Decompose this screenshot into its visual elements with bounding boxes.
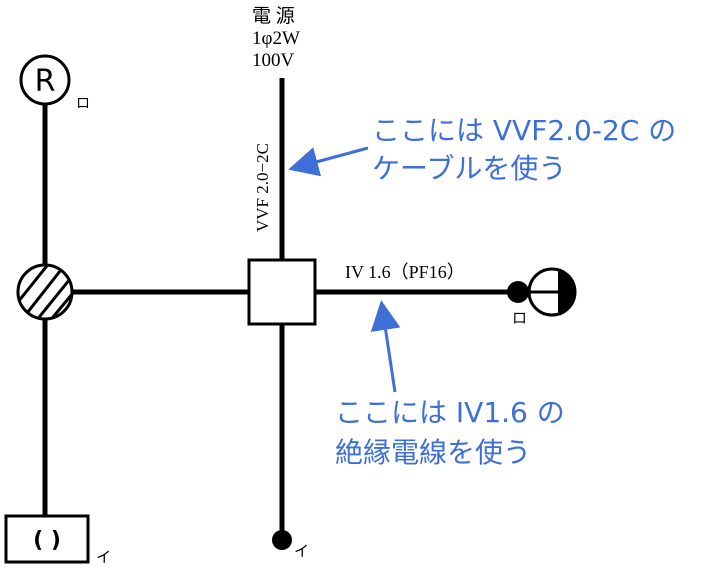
outlet-box <box>4 514 90 564</box>
cable-label-horizontal: IV 1.6（PF16） <box>345 262 465 282</box>
receptacle-circle <box>19 54 71 106</box>
power-source-voltage: 100V <box>252 50 295 71</box>
wall-receptacle-symbol <box>527 267 577 317</box>
outlet-box-label: ( ) <box>33 528 61 553</box>
power-source-phase: 1φ2W <box>252 28 300 49</box>
annotation-1-arrow <box>288 146 369 177</box>
cable-label-vertical: VVF 2.0−2C <box>253 143 272 232</box>
switch-label-ro-right: ロ <box>512 311 527 327</box>
annotation-2-line1: ここには IV1.6 の <box>335 396 565 429</box>
switch-dot-bottom <box>272 530 292 550</box>
annotation-1-line1: ここには VVF2.0-2C の <box>372 114 676 147</box>
receptacle-label: R <box>35 64 56 99</box>
junction-box <box>247 258 317 326</box>
switch-label-i-bottom-left: イ <box>96 550 111 566</box>
light-fixture-hatched <box>16 263 74 321</box>
switch-label-ro-top: ロ <box>76 97 90 112</box>
switch-dot-right <box>507 281 529 303</box>
annotation-1-line2: ケーブルを使う <box>372 152 566 185</box>
switch-label-i-bottom-center: イ <box>294 544 309 560</box>
annotation-2-arrow <box>370 300 401 393</box>
annotation-2-line2: 絶縁電線を使う <box>335 436 531 469</box>
power-source-title: 電 源 <box>252 5 295 27</box>
